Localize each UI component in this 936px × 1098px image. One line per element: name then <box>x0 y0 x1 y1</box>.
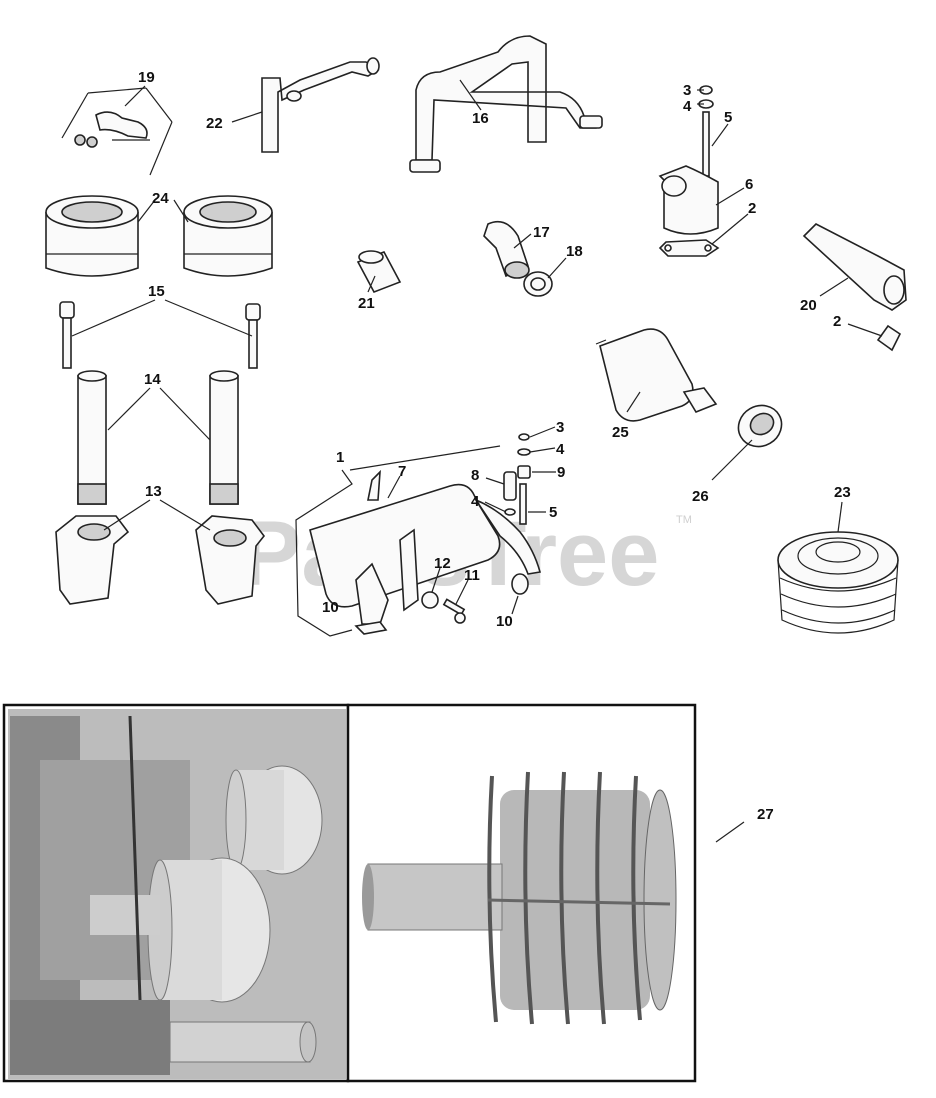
callout-2-lower: 2 <box>833 313 841 330</box>
part-6-elbow-adapter <box>658 165 719 235</box>
part-14-pipe-left <box>77 370 107 505</box>
part-15-bolt-right <box>245 303 261 369</box>
part-14-pipe-right <box>209 370 239 505</box>
callout-1: 1 <box>336 449 344 466</box>
part-5-stud-upper <box>702 111 710 177</box>
callout-27: 27 <box>757 806 774 823</box>
part-2-gasket-lower <box>876 324 902 352</box>
callout-2-upper: 2 <box>748 200 756 217</box>
leader-lines <box>71 79 883 843</box>
callout-23: 23 <box>834 484 851 501</box>
callout-13: 13 <box>145 483 162 500</box>
callout-9: 9 <box>557 464 565 481</box>
part-13-flange-right <box>195 515 266 605</box>
part-20-angled-pipe <box>802 223 907 311</box>
callout-6: 6 <box>745 176 753 193</box>
callout-5-upper: 5 <box>724 109 732 126</box>
part-11-bolt <box>442 598 466 624</box>
callout-10-left: 10 <box>322 599 339 616</box>
part-22-bent-pipe <box>261 57 380 153</box>
part-10-gasket-right <box>511 573 529 595</box>
part-5-stud-lower <box>519 483 527 525</box>
callout-4-upper: 4 <box>683 98 692 115</box>
callout-19: 19 <box>138 69 155 86</box>
part-26-end-cap <box>737 404 783 448</box>
callout-15: 15 <box>148 283 165 300</box>
part-16-manifold-pipe <box>409 35 603 173</box>
callout-16: 16 <box>472 110 489 127</box>
callout-5-lower: 5 <box>549 504 557 521</box>
part-25-spark-arrestor-muffler <box>595 328 718 422</box>
part-12-washer <box>421 591 439 609</box>
callout-18: 18 <box>566 243 583 260</box>
callout-4-mid: 4 <box>471 493 480 510</box>
part-8-fitting <box>503 471 517 501</box>
callout-21: 21 <box>358 295 375 312</box>
callout-24: 24 <box>152 190 169 207</box>
part-7-heat-shield <box>399 528 419 612</box>
part-13-flange-left <box>55 515 130 605</box>
callout-26: 26 <box>692 488 709 505</box>
part-10-gasket-left <box>354 621 388 635</box>
part-18-gasket <box>523 271 553 297</box>
part-19-clamp-hardware <box>61 87 173 176</box>
part-21-pipe-nipple <box>356 250 402 294</box>
callout-8: 8 <box>471 467 479 484</box>
callout-7: 7 <box>398 463 406 480</box>
part-24-muffler-right <box>183 195 273 277</box>
part-17-threaded-elbow <box>483 220 530 279</box>
part-4-washer-lower <box>517 448 531 456</box>
callout-17: 17 <box>533 224 550 241</box>
part-23-screen-guard <box>777 531 899 634</box>
callout-14: 14 <box>144 371 161 388</box>
part-9-spacer <box>517 465 531 479</box>
callout-11: 11 <box>464 567 480 584</box>
callout-22: 22 <box>206 115 223 132</box>
callout-12: 12 <box>434 555 451 572</box>
part-2-gasket-upper <box>658 239 720 257</box>
callout-10-right: 10 <box>496 613 513 630</box>
callout-labels: 19 22 16 3 4 5 6 2 24 21 17 18 20 2 15 2… <box>138 69 851 823</box>
part-4-washer-mid <box>504 508 516 516</box>
photo-panel-screen-muffler <box>346 703 697 1083</box>
photo-panel-installed-mufflers <box>2 703 350 1083</box>
part-15-bolt-left <box>59 301 75 369</box>
part-24-muffler-left <box>45 195 139 277</box>
callout-20: 20 <box>800 297 817 314</box>
callout-25: 25 <box>612 424 629 441</box>
callout-3-lower: 3 <box>556 419 564 436</box>
callout-3-upper: 3 <box>683 82 691 99</box>
part-3-nut-lower <box>518 433 530 441</box>
callout-4-lower: 4 <box>556 441 565 458</box>
watermark-trademark: TM <box>676 514 692 526</box>
